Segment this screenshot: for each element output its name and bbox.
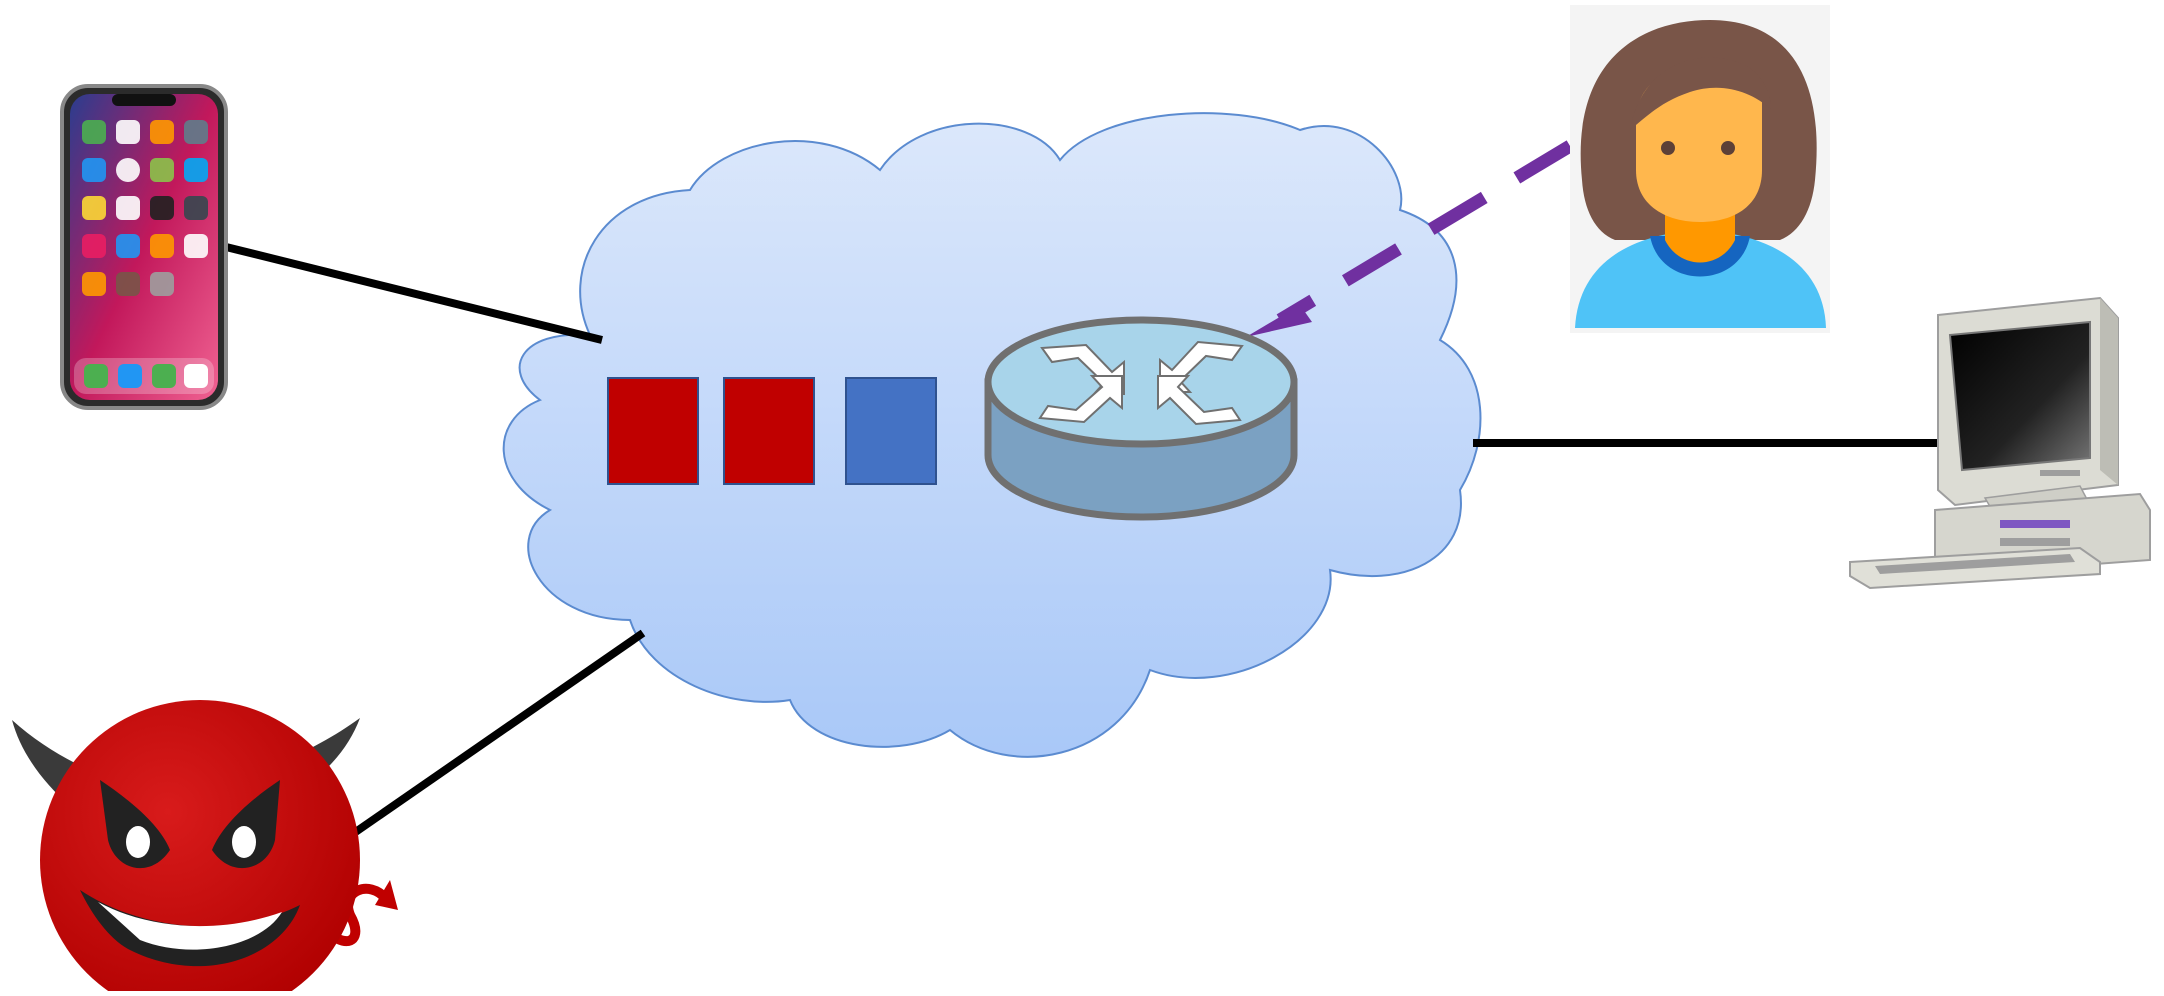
packet-queue xyxy=(607,377,937,485)
packet-3 xyxy=(845,377,937,485)
packet-1 xyxy=(607,377,699,485)
link-attacker-cloud xyxy=(315,629,646,862)
links xyxy=(221,140,1945,862)
router xyxy=(984,316,1298,521)
packet-2 xyxy=(723,377,815,485)
desktop-computer-icon xyxy=(1849,296,2151,590)
link-smartphone-cloud xyxy=(221,242,603,344)
devil-icon xyxy=(12,700,398,996)
person-icon xyxy=(1570,5,1830,333)
administrator xyxy=(1570,5,1830,333)
attacker xyxy=(12,700,398,996)
desktop-computer xyxy=(1849,296,2151,590)
admin-arrowhead-icon xyxy=(1246,305,1312,337)
smartphone xyxy=(60,84,228,410)
router-icon xyxy=(984,316,1298,521)
link-admin-router xyxy=(1276,140,1574,326)
smartphone-icon xyxy=(60,84,228,410)
